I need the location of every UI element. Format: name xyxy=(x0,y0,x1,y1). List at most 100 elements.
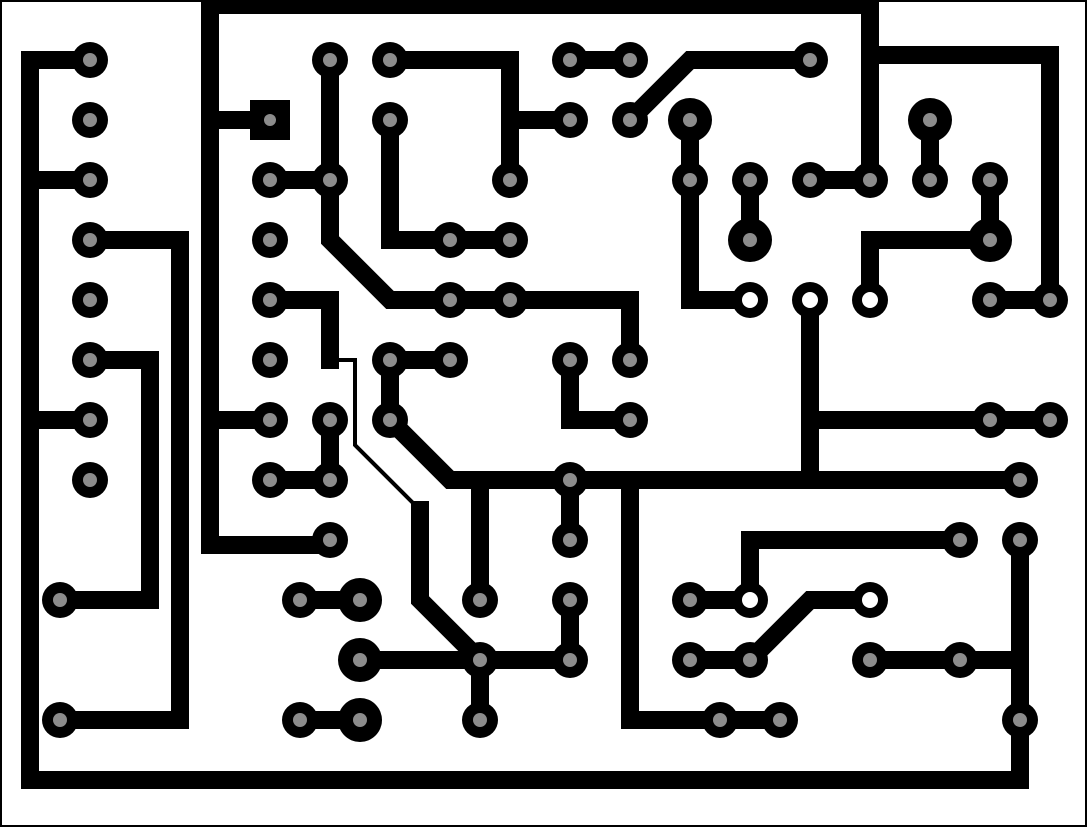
pad-drill xyxy=(263,173,277,187)
pad-drill xyxy=(563,53,577,67)
pad-drill xyxy=(53,593,67,607)
round-pad xyxy=(312,162,348,198)
round-pad xyxy=(72,162,108,198)
round-pad xyxy=(552,582,588,618)
pad-drill xyxy=(83,53,97,67)
round-pad xyxy=(1032,282,1068,318)
copper-trace xyxy=(561,351,639,429)
pad-drill xyxy=(1013,473,1027,487)
pad-drill xyxy=(503,233,517,247)
round-pad xyxy=(1002,702,1038,738)
pad-drill xyxy=(563,653,577,667)
pad-drill xyxy=(623,53,637,67)
round-pad xyxy=(372,402,408,438)
round-pad xyxy=(338,698,382,742)
round-pad xyxy=(1002,522,1038,558)
pad-drill xyxy=(323,413,337,427)
round-pad xyxy=(852,282,888,318)
pad-drill xyxy=(83,353,97,367)
round-pad xyxy=(252,222,288,258)
round-pad xyxy=(432,342,468,378)
pad-drill xyxy=(743,173,757,187)
round-pad xyxy=(552,102,588,138)
pad-drill xyxy=(563,353,577,367)
round-pad xyxy=(672,162,708,198)
pad-drill xyxy=(473,593,487,607)
round-pad xyxy=(552,522,588,558)
pad-drill xyxy=(742,292,758,308)
round-pad xyxy=(672,642,708,678)
round-pad xyxy=(462,702,498,738)
round-pad xyxy=(1032,402,1068,438)
pad-drill xyxy=(802,292,818,308)
pad-drill xyxy=(563,593,577,607)
round-pad xyxy=(312,402,348,438)
pad-drill xyxy=(803,173,817,187)
copper-trace xyxy=(381,51,519,189)
pad-drill xyxy=(683,653,697,667)
pad-drill xyxy=(383,113,397,127)
pad-drill xyxy=(953,653,967,667)
pad-drill xyxy=(443,353,457,367)
round-pad xyxy=(972,282,1008,318)
round-pad xyxy=(612,342,648,378)
copper-trace xyxy=(381,111,519,249)
pad-drill xyxy=(683,113,697,127)
round-pad xyxy=(612,402,648,438)
round-pad xyxy=(792,282,828,318)
copper-trace xyxy=(261,291,339,369)
pad-drill xyxy=(863,653,877,667)
round-pad xyxy=(672,582,708,618)
pad-drill xyxy=(383,413,397,427)
copper-trace xyxy=(681,531,969,609)
pad-drill xyxy=(264,114,276,126)
round-pad xyxy=(462,642,498,678)
copper-trace xyxy=(51,351,159,609)
pad-drill xyxy=(503,173,517,187)
round-pad xyxy=(762,702,798,738)
pad-drill xyxy=(983,173,997,187)
pad-drill xyxy=(1013,713,1027,727)
pad-drill xyxy=(742,592,758,608)
round-pad xyxy=(968,218,1012,262)
pad-drill xyxy=(862,592,878,608)
round-pad xyxy=(552,642,588,678)
pad-drill xyxy=(353,593,367,607)
pad-drill xyxy=(443,233,457,247)
round-pad xyxy=(338,638,382,682)
pad-drill xyxy=(803,53,817,67)
round-pad xyxy=(732,642,768,678)
pad-drill xyxy=(323,53,337,67)
square-pad xyxy=(250,100,290,140)
pad-drill xyxy=(713,713,727,727)
pad-drill xyxy=(563,473,577,487)
round-pad xyxy=(612,102,648,138)
round-pad xyxy=(252,462,288,498)
round-pad xyxy=(732,282,768,318)
round-pad xyxy=(312,462,348,498)
pad-drill xyxy=(293,713,307,727)
copper-trace xyxy=(411,501,493,673)
pad-drill xyxy=(353,653,367,667)
round-pad xyxy=(492,282,528,318)
pad-drill xyxy=(83,293,97,307)
round-pad xyxy=(372,42,408,78)
pad-drill xyxy=(323,533,337,547)
round-pad xyxy=(372,102,408,138)
round-pad xyxy=(338,578,382,622)
pad-drill xyxy=(1043,293,1057,307)
pad-drill xyxy=(323,173,337,187)
round-pad xyxy=(942,522,978,558)
round-pad xyxy=(312,522,348,558)
pad-drill xyxy=(863,173,877,187)
pad-drill xyxy=(353,713,367,727)
round-pad xyxy=(282,582,318,618)
round-pad xyxy=(852,642,888,678)
pad-drill xyxy=(743,233,757,247)
pad-drill xyxy=(683,593,697,607)
copper-trace xyxy=(381,351,1029,489)
round-pad xyxy=(72,102,108,138)
pad-drill xyxy=(862,292,878,308)
round-pad xyxy=(912,162,948,198)
